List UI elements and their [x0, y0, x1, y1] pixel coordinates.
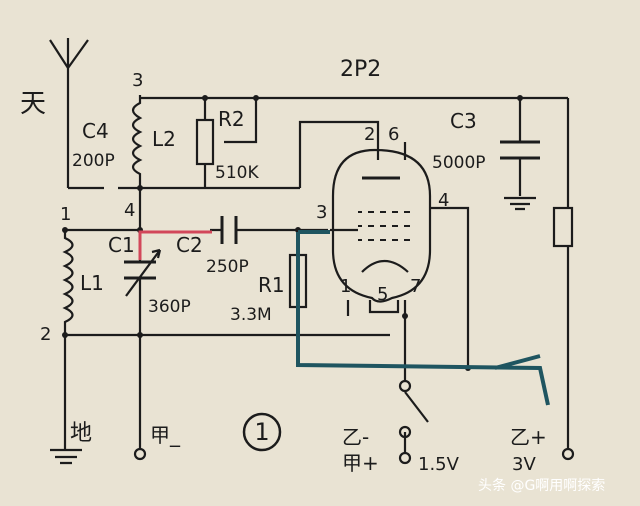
node-3-label: 3 [132, 70, 143, 91]
jia-plus-label: 甲+ [342, 451, 379, 475]
yi-plus-label: 乙+ [510, 425, 547, 449]
capacitor-c2 [220, 216, 238, 244]
watermark: 头条 @G啊用啊探索 [478, 477, 605, 494]
pin-5-label: 5 [377, 284, 388, 305]
junction-dots [62, 95, 523, 371]
blue-highlight [296, 230, 550, 406]
wires [49, 38, 575, 465]
c1-variable-arrow [125, 248, 162, 297]
c4-value: 200P [72, 151, 115, 171]
node-2-label: 2 [40, 324, 51, 345]
pin-1-label: 1 [340, 276, 351, 297]
l1-label: L1 [80, 271, 104, 295]
r2-wiper-lead [224, 98, 258, 144]
c4-label: C4 [82, 119, 109, 143]
pin-2-label: 2 [364, 124, 375, 145]
ground-c3 [504, 196, 536, 211]
ground-label: 地 [70, 421, 92, 446]
l2-label: L2 [152, 127, 176, 151]
node-1-label: 1 [60, 204, 71, 225]
voltage-3v: 3V [512, 454, 536, 475]
c1-value: 360P [148, 297, 191, 317]
yi-minus-label: 乙- [342, 425, 369, 449]
tube-2p2 [331, 148, 432, 303]
r2-value: 510K [215, 163, 259, 183]
c3-value: 5000P [432, 153, 486, 173]
c1-label: C1 [108, 233, 135, 257]
figure-number: 1 [254, 418, 269, 446]
coil-l1 [62, 228, 140, 335]
tube-label: 2P2 [340, 57, 381, 82]
jia-minus-label: 甲_ [150, 423, 181, 447]
r1-value: 3.3M [230, 305, 272, 325]
resistor-r2 [195, 118, 215, 166]
c2-value: 250P [206, 257, 249, 277]
pin-4-label: 4 [438, 190, 449, 211]
coil-l2 [131, 95, 143, 188]
r1-label: R1 [258, 273, 285, 297]
node-4-label: 4 [124, 200, 135, 221]
r2-label: R2 [218, 107, 245, 131]
pin-6-label: 6 [388, 124, 399, 145]
c3-label: C3 [450, 109, 477, 133]
speaker [552, 206, 574, 248]
red-highlight [138, 230, 212, 260]
antenna-label: 天 [20, 89, 46, 119]
antenna-symbol [49, 38, 89, 188]
voltage-1-5v: 1.5V [418, 454, 460, 475]
c2-label: C2 [176, 233, 203, 257]
ground-symbol [50, 448, 82, 465]
pin-7-label: 7 [410, 276, 421, 297]
figure-number-circle [242, 412, 282, 452]
pin-3-label: 3 [316, 202, 327, 223]
capacitor-c3 [500, 140, 540, 160]
